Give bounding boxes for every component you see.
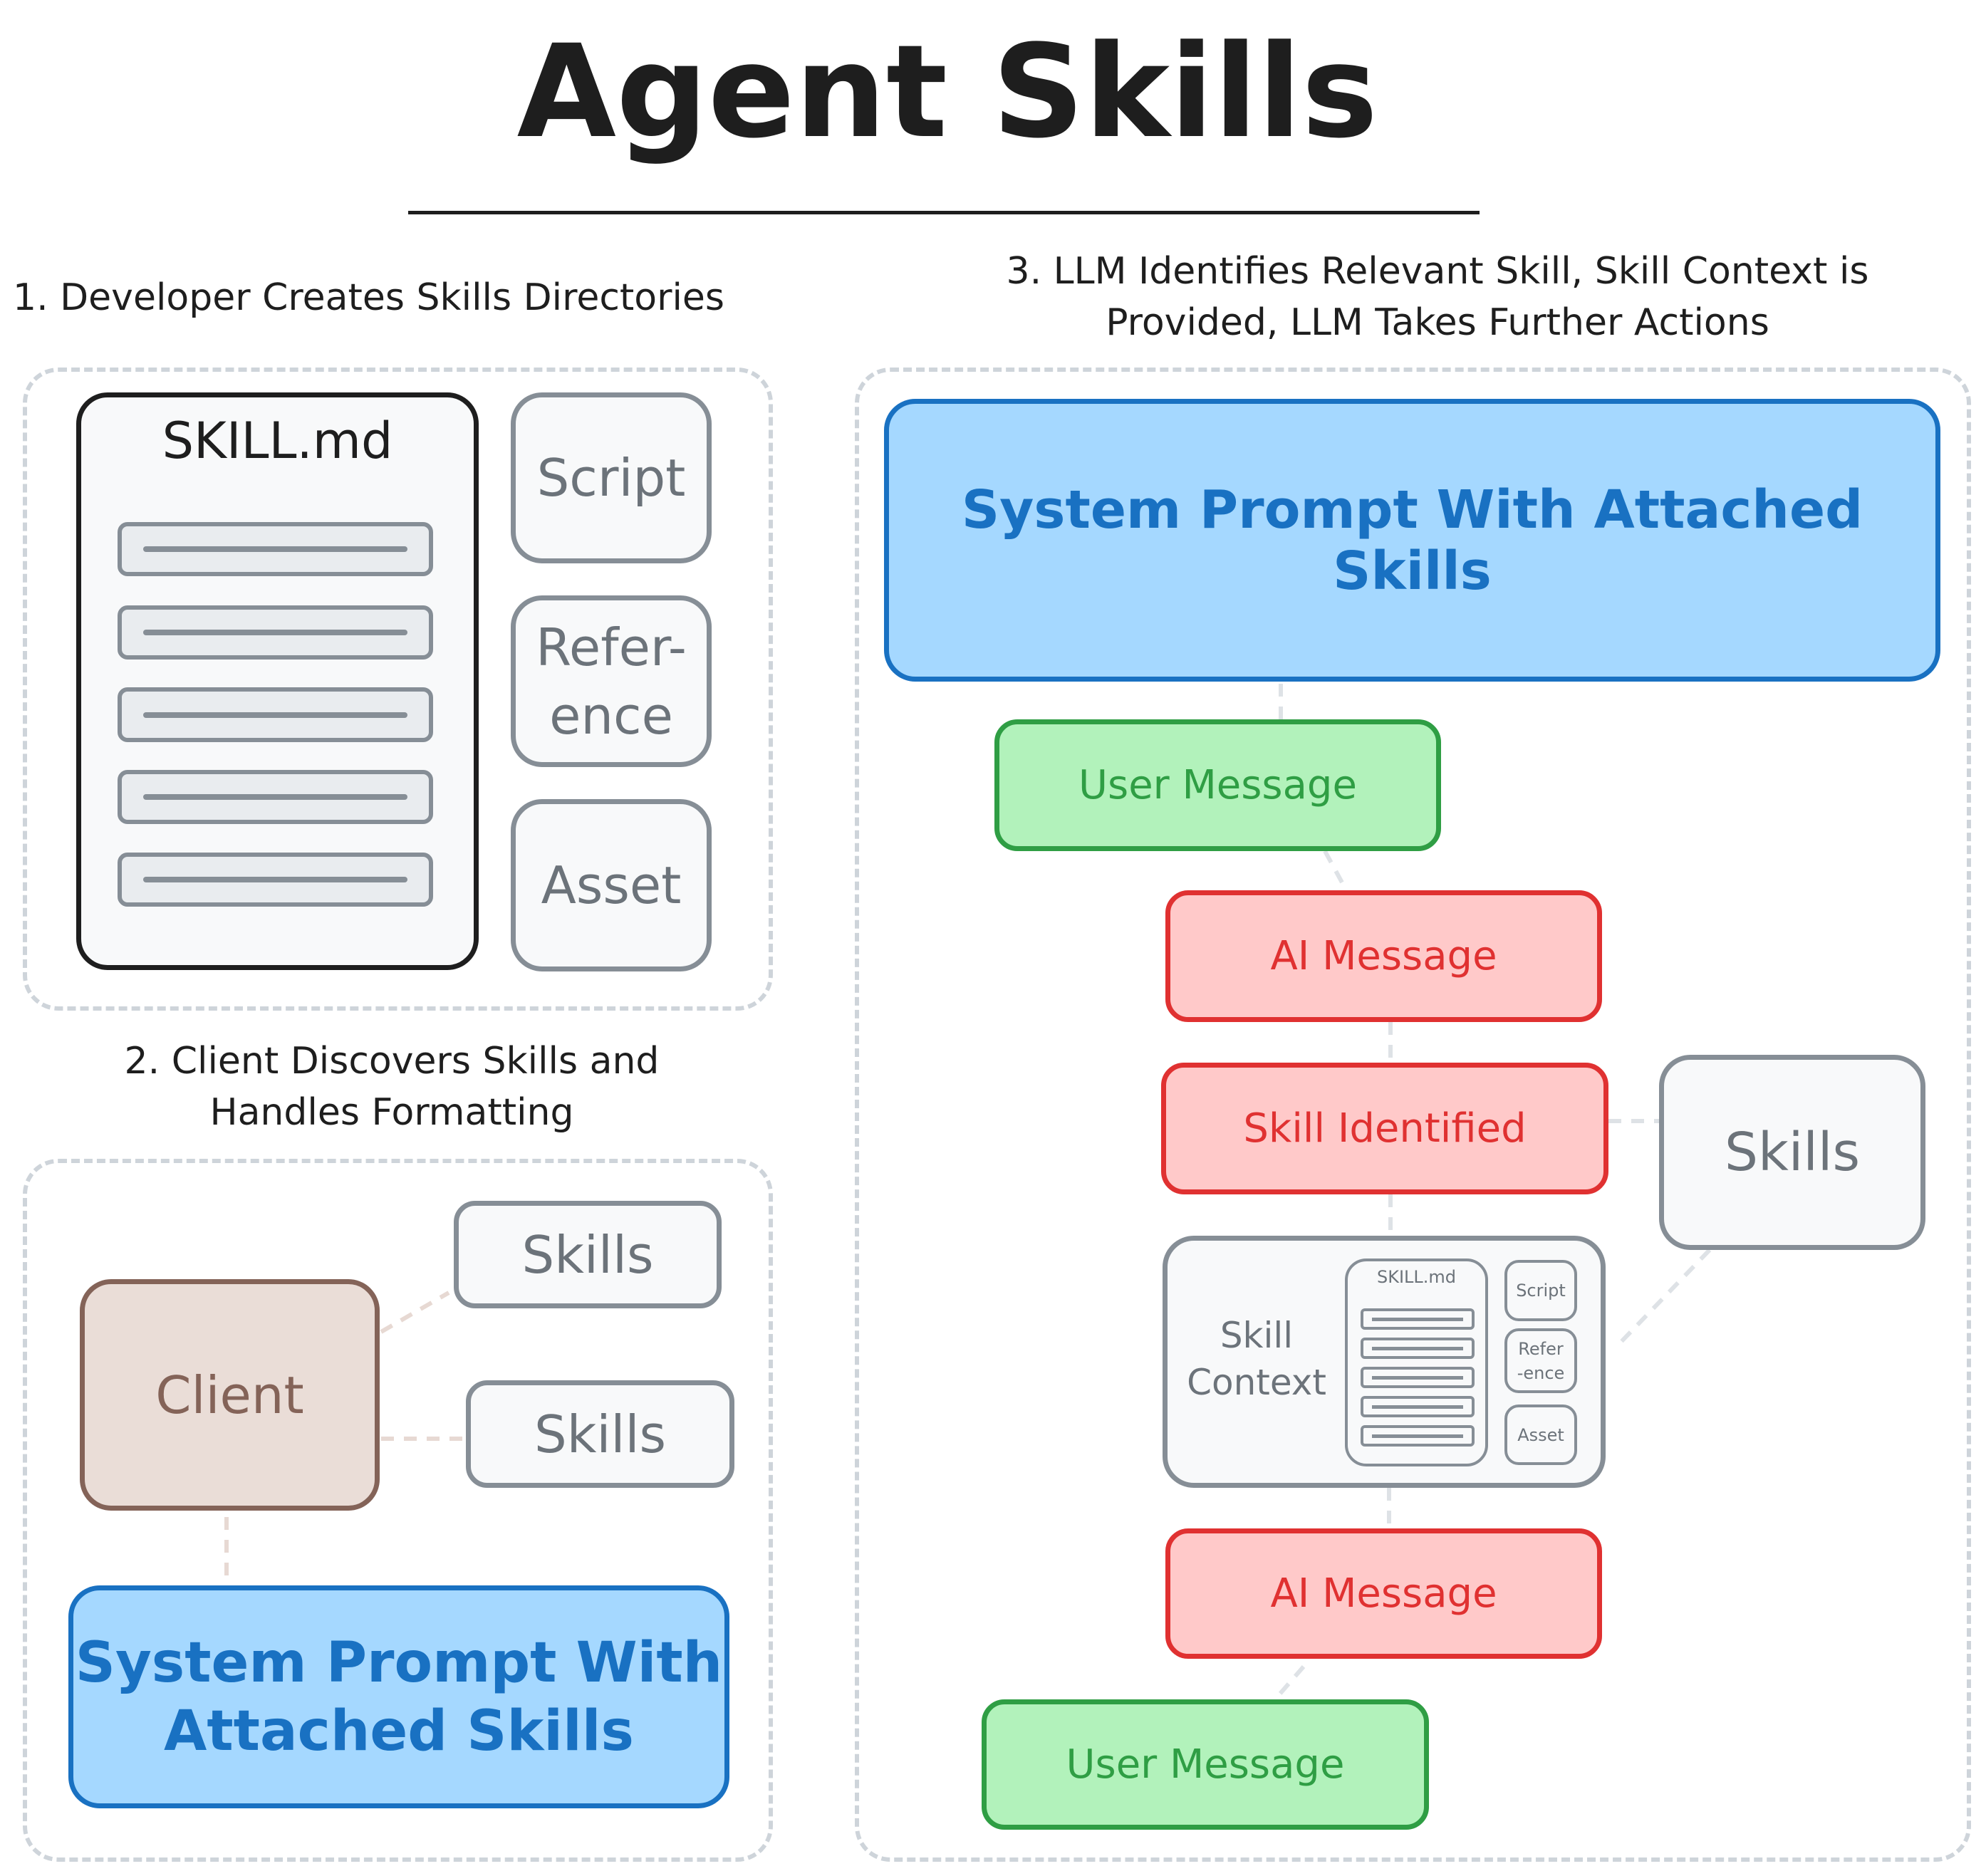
mini-content-line [1361, 1425, 1475, 1447]
connector [1273, 1665, 1306, 1701]
section2-heading: 2. Client Discovers Skills and Handles F… [124, 1040, 660, 1134]
skill-context-box: Skill Context SKILL.md Script Refer -enc… [1163, 1236, 1606, 1488]
asset-file: Asset [511, 799, 712, 971]
mini-skill-md-label: SKILL.md [1376, 1267, 1457, 1287]
title-underline [408, 211, 1480, 214]
ai-message-box: AI Message [1165, 890, 1602, 1022]
system-prompt-box: System Prompt With Attached Skills [68, 1585, 729, 1808]
skill-identified-box: Skill Identified [1161, 1063, 1608, 1194]
skills-box: Skills [466, 1380, 734, 1488]
ai-message-box: AI Message [1165, 1528, 1602, 1659]
content-line [118, 605, 433, 660]
mini-content-line [1361, 1308, 1475, 1330]
mini-skill-md: SKILL.md [1345, 1259, 1488, 1466]
section3-panel [855, 368, 1971, 1862]
skill-context-label: Skill Context [1187, 1315, 1326, 1403]
page-title: Agent Skills [516, 18, 1378, 167]
mini-content-line [1361, 1338, 1475, 1359]
content-line [118, 687, 433, 742]
mini-script: Script [1504, 1260, 1577, 1321]
content-line [118, 770, 433, 824]
client-box: Client [80, 1279, 380, 1511]
skill-md-label: SKILL.md [162, 412, 393, 470]
script-file: Script [511, 392, 712, 563]
user-message-box: User Message [982, 1699, 1429, 1830]
system-prompt-box: System Prompt With Attached Skills [884, 399, 1940, 682]
section1-panel [23, 368, 773, 1011]
mini-content-line [1361, 1367, 1475, 1388]
user-message-box: User Message [994, 719, 1441, 851]
reference-file: Refer- ence [511, 595, 712, 767]
content-line [118, 853, 433, 907]
skills-box: Skills [454, 1201, 722, 1308]
section2-panel [23, 1159, 773, 1862]
connector [1323, 850, 1348, 892]
section1-heading: 1. Developer Creates Skills Directories [13, 276, 725, 319]
skills-box: Skills [1659, 1055, 1925, 1250]
section3-heading: 3. LLM Identifies Relevant Skill, Skill … [1006, 250, 1869, 344]
mini-asset: Asset [1504, 1405, 1577, 1465]
content-line [118, 522, 433, 576]
mini-content-line [1361, 1396, 1475, 1417]
mini-reference: Refer -ence [1504, 1328, 1577, 1393]
